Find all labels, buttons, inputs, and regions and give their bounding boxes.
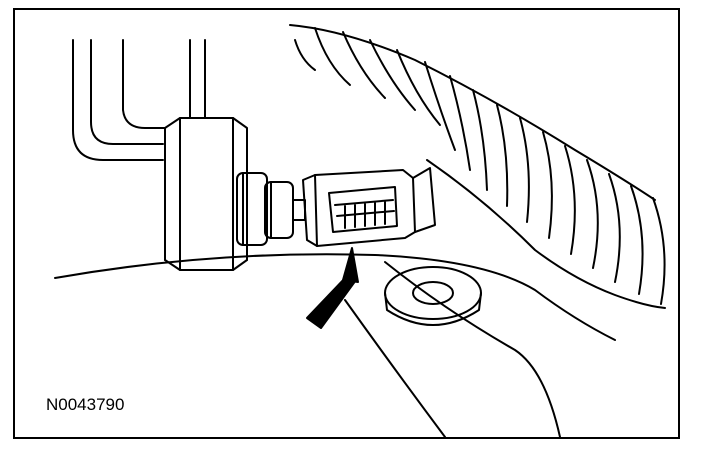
bracket-outline <box>72 39 206 161</box>
sensor-hex-body <box>164 117 248 271</box>
mounting-boss <box>384 266 482 326</box>
engine-housing <box>54 253 616 437</box>
callout-arrow <box>306 247 359 329</box>
figure-id-label: N0043790 <box>46 395 125 414</box>
figure-frame: N0043790 <box>13 8 680 439</box>
wiring-harness-conduit <box>289 24 666 309</box>
technical-illustration <box>54 24 666 437</box>
electrical-connector <box>302 167 436 247</box>
